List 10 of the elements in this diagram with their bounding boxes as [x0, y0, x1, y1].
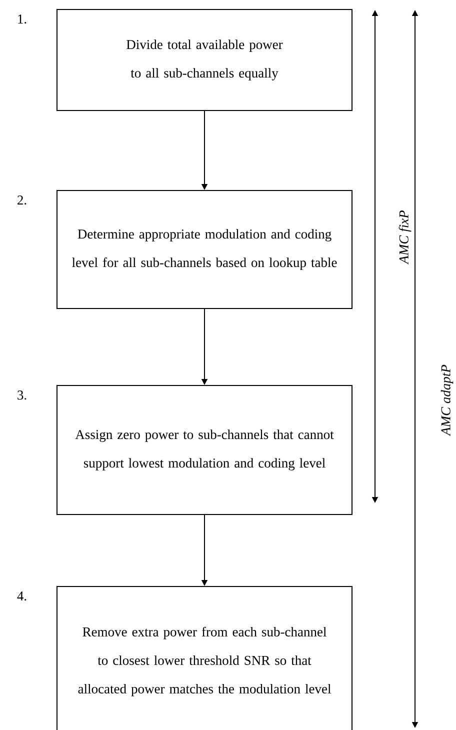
- range-label: AMC adaptP: [440, 364, 454, 436]
- process-box: Determine appropriate modulation and coding level for all sub-channels based on lookup table: [56, 190, 352, 309]
- process-box: Remove extra power from each sub-channel to closest lower threshold SNR so that allocated power matches the modulation level: [56, 586, 352, 730]
- step-number: 4.: [17, 592, 26, 601]
- process-box: Assign zero power to sub-channels that cannot support lowest modulation and coding level: [56, 385, 352, 515]
- step-number: 3.: [18, 390, 26, 400]
- step-number: 1.: [18, 14, 26, 24]
- range-label: AMC fixP: [398, 210, 412, 265]
- step-number: 2.: [18, 196, 26, 205]
- process-box: Divide total available power to all sub-channels equally: [56, 9, 352, 111]
